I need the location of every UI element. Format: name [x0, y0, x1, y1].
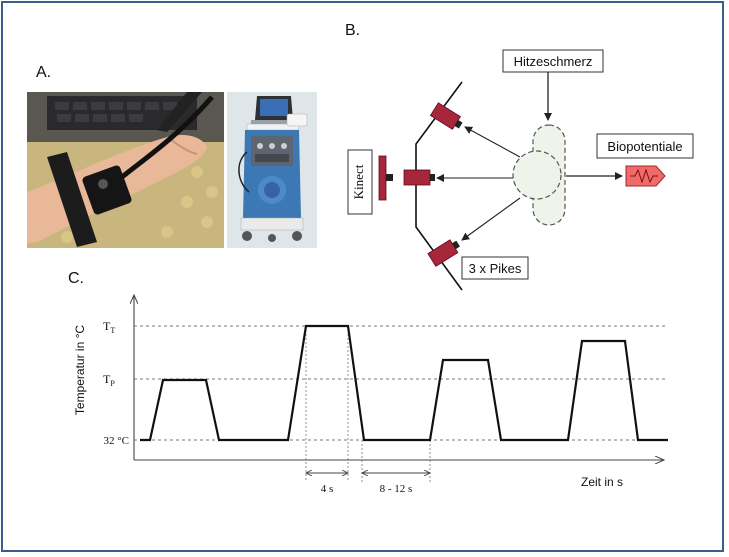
kinect-box — [347, 149, 373, 215]
pause-duration-label: 8 - 12 s — [380, 483, 413, 495]
temperature-trace — [140, 324, 668, 442]
pike-camera-top — [429, 102, 463, 130]
wrist-thermode-photo — [27, 92, 224, 248]
heat-pain-box — [502, 49, 604, 73]
tick-tp-main: T — [103, 372, 111, 386]
biopotentials-box — [596, 133, 694, 159]
x-axis-label: Zeit in s — [581, 475, 623, 489]
biopotentials-label: Biopotentiale — [607, 139, 682, 154]
biopotential-amplifier-icon — [625, 165, 666, 187]
pike-camera-middle — [403, 169, 435, 186]
pike-camera-bottom — [427, 239, 461, 267]
y-axis-label: Temperatur in °C — [73, 325, 87, 415]
heat-pain-label: Hitzeschmerz — [514, 54, 593, 69]
arrow-to-camera-bottom — [461, 197, 521, 241]
stimulator-device-photo — [227, 92, 317, 248]
panel-b-label: B. — [345, 22, 361, 39]
tick-tt-sub: T — [110, 326, 115, 335]
arrow-to-camera-top — [464, 126, 521, 158]
kinect-label: Kinect — [351, 164, 366, 199]
tick-tt-main: T — [103, 319, 111, 333]
pikes-box — [461, 256, 529, 280]
subject-cloud — [512, 124, 566, 226]
kinect-sensor — [378, 155, 393, 201]
tick-baseline: 32 °C — [104, 435, 130, 447]
panel-a-label: A. — [36, 64, 52, 81]
pikes-label: 3 x Pikes — [469, 261, 522, 276]
tick-tp: TP — [103, 372, 115, 388]
tick-tt: TT — [103, 319, 115, 335]
panel-c-label: C. — [68, 270, 84, 287]
tick-tp-sub: P — [110, 379, 115, 388]
plateau-duration-label: 4 s — [321, 483, 334, 495]
